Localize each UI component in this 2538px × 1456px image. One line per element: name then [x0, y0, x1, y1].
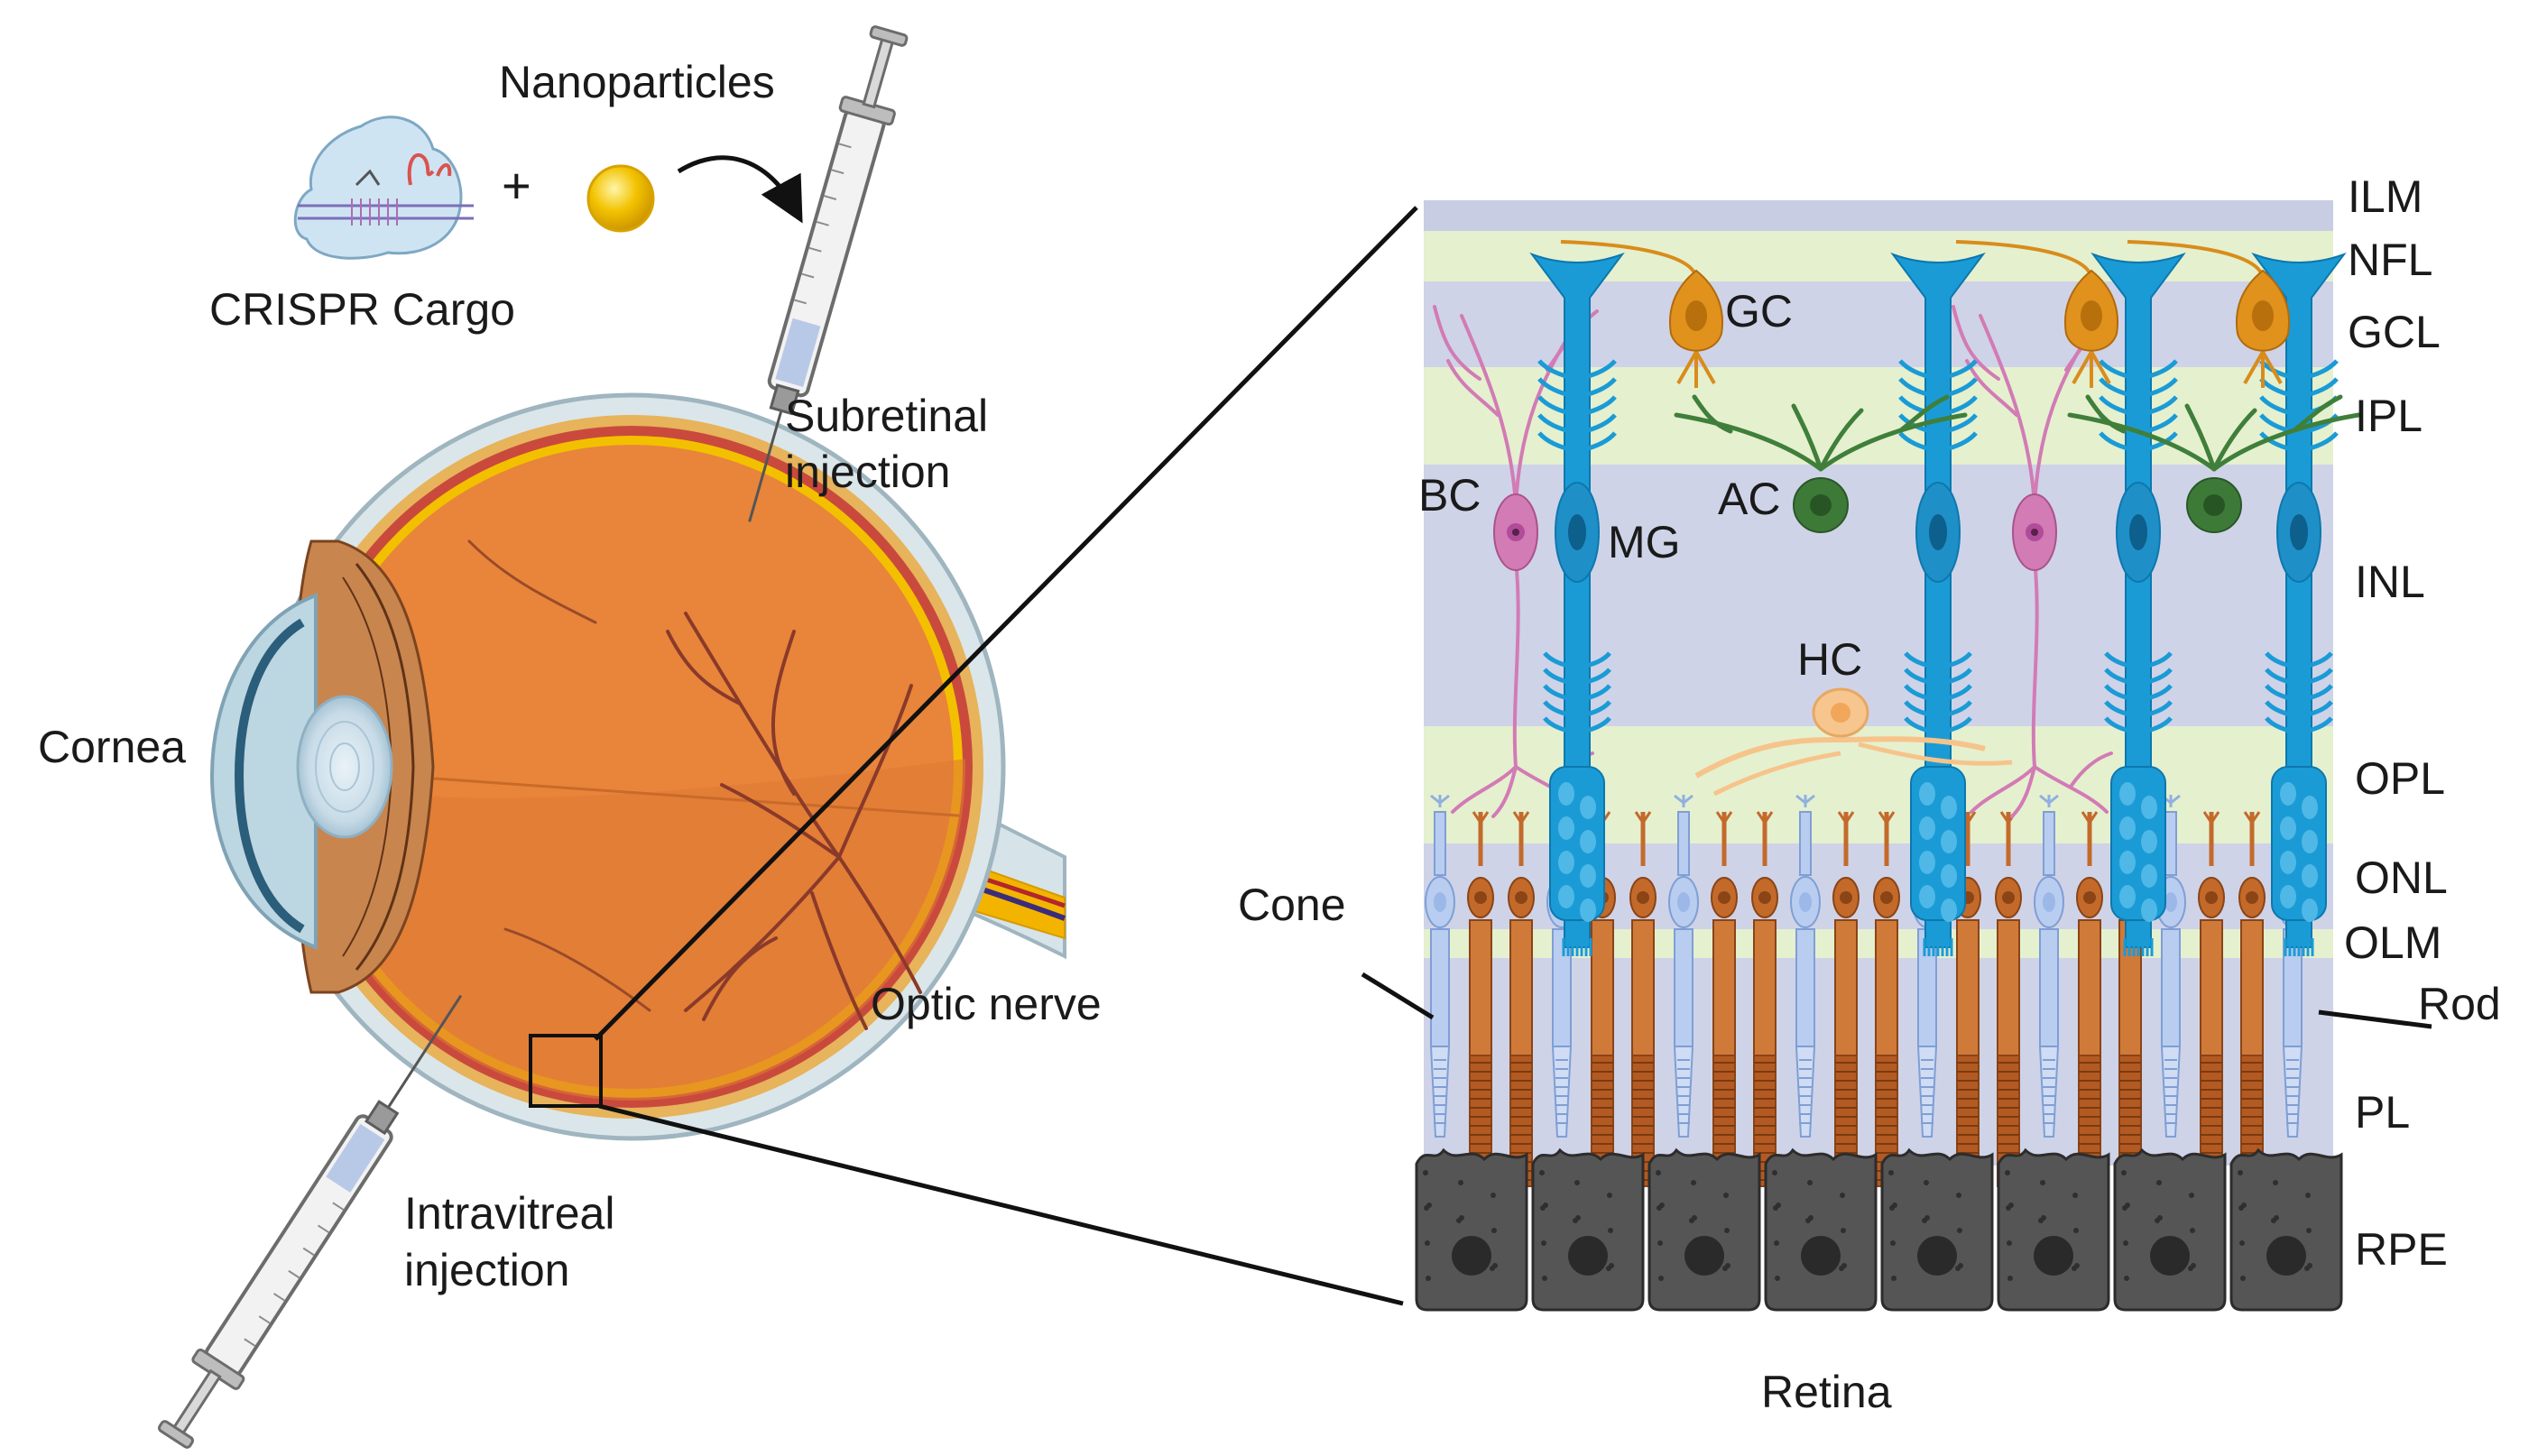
intravitreal-syringe [157, 994, 463, 1449]
retina-title: Retina [1761, 1367, 1892, 1417]
rpe-cell [2229, 1147, 2343, 1312]
cone-label: Cone [1238, 880, 1346, 930]
delivery-arrow [677, 155, 803, 224]
muller-glia-cells [1529, 252, 2347, 956]
muller-glia-cell [2251, 252, 2347, 956]
subretinal-label-line1: Subretinal [785, 391, 988, 441]
zoom-line-top [594, 206, 1418, 1041]
cone-cell [2034, 794, 2064, 1138]
band-ipl [1424, 367, 2333, 465]
ganglion-cells [1560, 240, 2291, 388]
ganglion-cell [1955, 240, 2119, 388]
rpe-cell [1531, 1147, 1645, 1312]
crispr-cargo-icon [293, 115, 474, 260]
bc-label: BC [1418, 470, 1481, 521]
cone-cell [1790, 794, 1821, 1138]
gc-label: GC [1725, 286, 1793, 336]
rpe-nucleus [2034, 1236, 2073, 1276]
nanoparticle-icon [586, 164, 655, 233]
layer-label-onl: ONL [2355, 852, 2448, 903]
cornea-label: Cornea [38, 722, 186, 772]
layer-label-opl: OPL [2355, 753, 2445, 804]
horizontal-cell [1694, 687, 2013, 797]
rod-pointer [2318, 1009, 2432, 1029]
subretinal-label-line2: injection [785, 447, 950, 497]
layer-label-nfl: NFL [2348, 235, 2432, 285]
muller-glia-cell [1529, 252, 1625, 956]
optic-nerve-label: Optic nerve [871, 979, 1102, 1029]
plus-sign: + [502, 157, 531, 214]
rpe-nucleus [2266, 1236, 2306, 1276]
rpe-cell [1764, 1147, 1878, 1312]
rpe-nucleus [1684, 1236, 1724, 1276]
subretinal-syringe [748, 25, 909, 522]
cornea-shape [209, 593, 318, 950]
rod-cell [1995, 811, 2022, 1187]
rpe-nucleus [2150, 1236, 2190, 1276]
ac-label: AC [1718, 474, 1780, 524]
zoom-line-bottom [598, 1103, 1404, 1306]
rpe-nucleus [1568, 1236, 1608, 1276]
mg-label: MG [1608, 517, 1681, 567]
layer-label-gcl: GCL [2348, 307, 2441, 357]
layer-label-pl: PL [2355, 1087, 2410, 1138]
rpe-cell [1997, 1147, 2110, 1312]
rpe-cell [2113, 1147, 2227, 1312]
rpe-cell [1415, 1147, 1528, 1312]
muller-glia-cell [1890, 252, 1986, 956]
rpe-cell [1880, 1147, 1994, 1312]
crispr-cargo-label: CRISPR Cargo [209, 284, 515, 335]
nanoparticles-label: Nanoparticles [499, 57, 775, 107]
rpe-cell [1647, 1147, 1761, 1312]
lens [296, 695, 393, 839]
rpe-nucleus [1801, 1236, 1841, 1276]
intravitreal-label-line1: Intravitreal [404, 1188, 614, 1239]
layer-label-olm: OLM [2344, 917, 2441, 968]
ganglion-cell [2127, 240, 2291, 388]
amacrine-cell [2067, 394, 2361, 533]
layer-label-ipl: IPL [2355, 391, 2423, 441]
bipolar-cell [1952, 305, 2118, 818]
muller-glia-cell [2090, 252, 2186, 956]
retina-cross-section [1415, 200, 2361, 1312]
cone-pointer [1361, 972, 1435, 1020]
rpe-nucleus [1917, 1236, 1957, 1276]
layer-label-inl: INL [2355, 557, 2425, 607]
amacrine-cell [1674, 394, 1968, 533]
rod-label: Rod [2418, 979, 2501, 1029]
retinal-vessels [467, 539, 922, 1030]
layer-label-rpe: RPE [2355, 1224, 2448, 1275]
cone-cell [2155, 794, 2186, 1138]
rpe-layer [1415, 1147, 2343, 1312]
ganglion-cell [1560, 240, 1724, 388]
eye-illustration [209, 392, 1066, 1141]
amacrine-cells [1674, 394, 2361, 533]
cone-cell [1425, 794, 1455, 1138]
cone-cell [1668, 794, 1699, 1138]
intravitreal-label-line2: injection [404, 1245, 569, 1295]
rpe-nucleus [1452, 1236, 1491, 1276]
layer-label-ilm: ILM [2348, 171, 2423, 222]
hc-label: HC [1797, 634, 1862, 685]
retina-zoom-box [529, 1034, 603, 1108]
band-ilm [1424, 200, 2333, 231]
